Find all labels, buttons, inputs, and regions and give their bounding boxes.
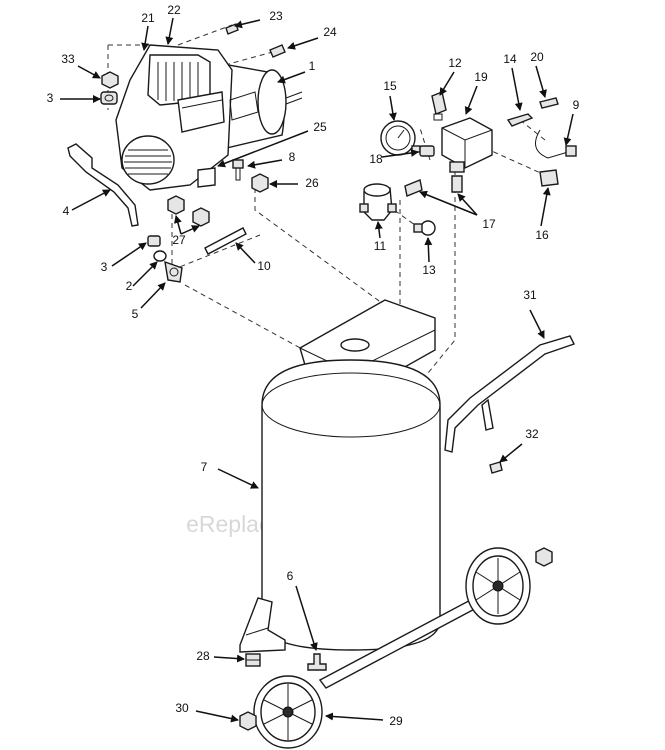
part-10-tube (204, 227, 247, 255)
part-19-pressure-switch (441, 117, 493, 173)
part-28-spacer (245, 653, 261, 667)
assembly-lines (107, 24, 546, 409)
callout-13: 13 (422, 263, 436, 277)
callout-22: 22 (167, 3, 181, 17)
part-32-screw (489, 461, 503, 474)
callout-labels: 21 22 23 24 1 33 3 25 8 26 4 27 10 3 2 5… (47, 3, 580, 728)
callout-28: 28 (196, 649, 210, 663)
callout-29: 29 (389, 714, 403, 728)
callout-1: 1 (309, 59, 316, 73)
part-8-bolt (232, 159, 244, 181)
part-3-fitting-lower (147, 235, 161, 247)
callout-3-top: 3 (47, 91, 54, 105)
callout-23: 23 (269, 9, 283, 23)
callout-18: 18 (369, 152, 383, 166)
callout-3-lower: 3 (101, 260, 108, 274)
part-11-regulator (359, 183, 397, 221)
callout-8: 8 (289, 150, 296, 164)
part-20-clip (539, 97, 559, 109)
callout-32: 32 (525, 427, 539, 441)
part-18-fitting (419, 145, 435, 157)
part-16-valve (539, 169, 559, 187)
part-33-nut (101, 71, 119, 89)
part-5-check-valve (164, 260, 183, 283)
part-13-gauge (413, 220, 436, 236)
part-17-fittings (404, 175, 463, 197)
callout-17: 17 (482, 217, 496, 231)
callout-19: 19 (474, 70, 488, 84)
callout-9: 9 (573, 98, 580, 112)
callout-12: 12 (448, 56, 462, 70)
part-30-nut (239, 711, 257, 731)
part-3-fitting-top (100, 91, 118, 105)
callout-2: 2 (126, 279, 133, 293)
part-15-gauge (380, 120, 421, 156)
callout-26: 26 (305, 176, 319, 190)
part-29-wheel-front (253, 675, 323, 749)
part-29-wheel-rear (465, 547, 531, 625)
part-7-tank (239, 359, 441, 653)
callout-21: 21 (141, 11, 155, 25)
part-4-tube (67, 143, 139, 227)
callout-5: 5 (132, 307, 139, 321)
rear-wheel-nut (535, 547, 553, 567)
part-31-handle (444, 335, 575, 453)
callout-25: 25 (313, 120, 327, 134)
callout-20: 20 (530, 50, 544, 64)
part-14-lever (506, 113, 534, 127)
part-6-drain-valve (307, 653, 327, 671)
callout-4: 4 (63, 204, 70, 218)
callout-arrows (60, 17, 574, 723)
callout-27: 27 (172, 233, 186, 247)
callout-15: 15 (383, 79, 397, 93)
part-26-nut (251, 173, 269, 193)
callout-14: 14 (503, 52, 517, 66)
part-27-nuts (167, 195, 210, 227)
callout-6: 6 (287, 569, 294, 583)
callout-11: 11 (374, 239, 387, 253)
pump-motor-assembly (115, 44, 303, 191)
callout-16: 16 (535, 228, 549, 242)
part-24-screw (269, 44, 286, 58)
part-2-fitting (153, 250, 167, 262)
part-9-cord (535, 129, 577, 159)
part-12-valve (431, 91, 447, 121)
callout-33: 33 (61, 52, 75, 66)
callout-30: 30 (175, 701, 189, 715)
callout-10: 10 (257, 259, 271, 273)
callout-31: 31 (523, 288, 537, 302)
callout-24: 24 (323, 25, 337, 39)
callout-7: 7 (201, 460, 208, 474)
